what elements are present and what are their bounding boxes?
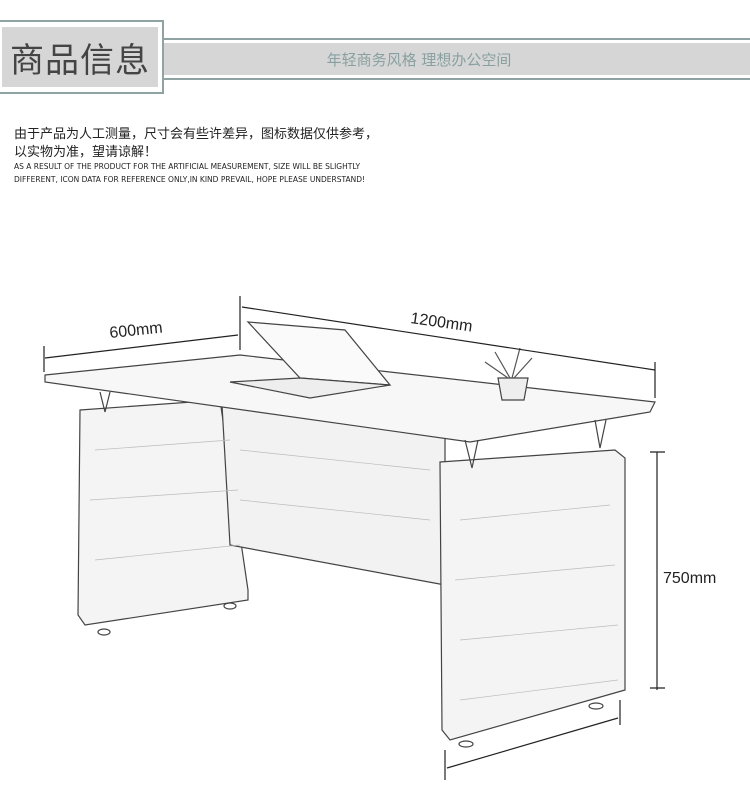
tabletop [44,354,656,443]
title-box: 商品信息 [0,20,164,94]
right-panel [439,449,626,741]
notice-english: AS A RESULT OF THE PRODUCT FOR THE ARTIF… [14,160,434,186]
subtitle: 年轻商务风格 理想办公空间 [164,43,750,75]
subtitle-bar: 年轻商务风格 理想办公空间 [164,38,750,80]
notice-cn-line: 以实物为准，望请谅解！ [14,145,158,160]
width-label: 1200mm [409,310,473,335]
notice-en-line: AS A RESULT OF THE PRODUCT FOR THE ARTIF… [14,162,361,171]
notice-chinese: 由于产品为人工测量，尺寸会有些许差异，图标数据仅供参考， 以实物为准，望请谅解！ [14,126,414,162]
plant-pot [497,377,529,401]
notice-en-line: DIFFERENT, ICON DATA FOR REFERENCE ONLY,… [14,175,365,184]
height-label: 750mm [663,570,716,587]
notice-cn-line: 由于产品为人工测量，尺寸会有些许差异，图标数据仅供参考， [14,127,379,142]
left-panel [77,399,249,626]
depth-label: 600mm [109,319,164,341]
page-title: 商品信息 [2,27,158,87]
